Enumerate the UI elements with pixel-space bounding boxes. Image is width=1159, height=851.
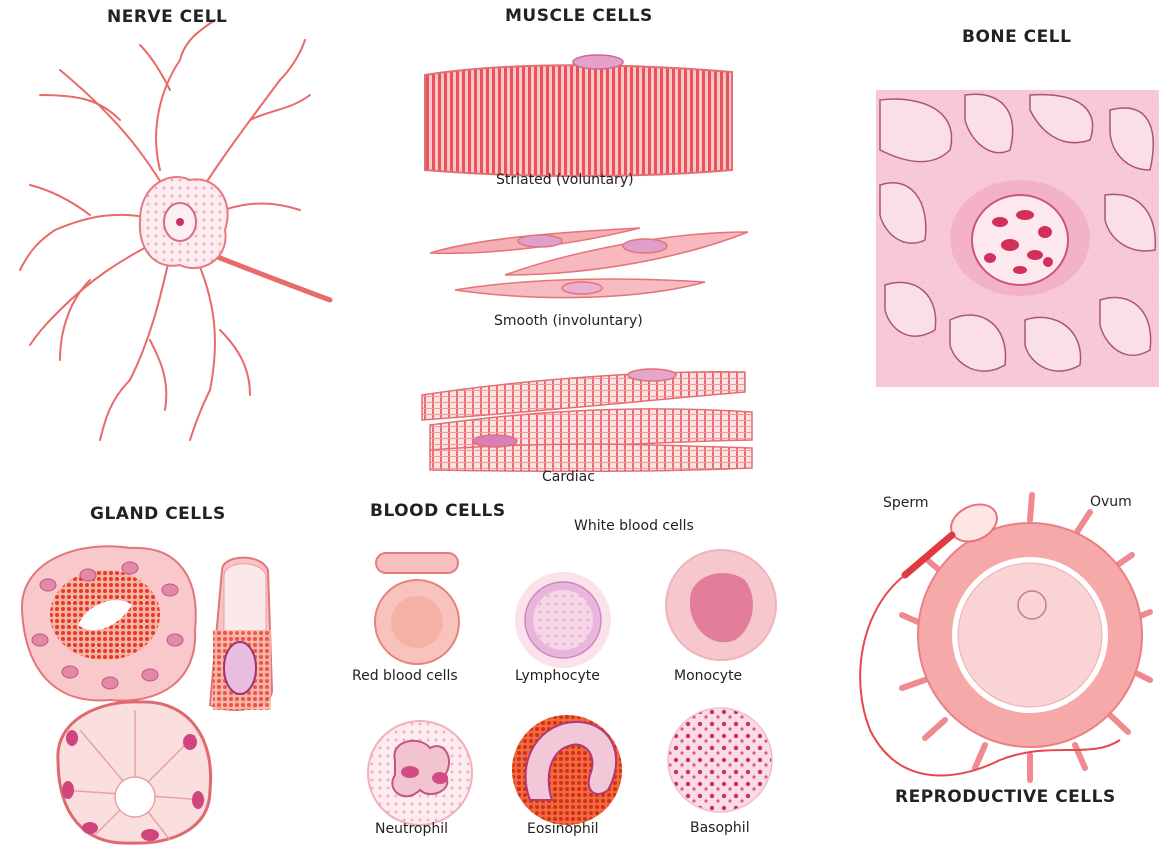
label-sperm: Sperm (883, 495, 929, 511)
title-nerve-cell: NERVE CELL (107, 7, 227, 27)
gland-acinus-drawing (22, 546, 196, 700)
striated-muscle-drawing (425, 55, 732, 176)
smooth-muscle-drawing (430, 228, 748, 298)
neutrophil-drawing (368, 721, 472, 825)
label-cardiac: Cardiac (542, 469, 595, 485)
title-muscle-cells: MUSCLE CELLS (505, 6, 653, 26)
title-bone-cell: BONE CELL (962, 27, 1071, 47)
nerve-cell-body (140, 177, 228, 268)
basophil-drawing (668, 708, 772, 812)
title-gland-cells: GLAND CELLS (90, 504, 226, 524)
cardiac-muscle-drawing (422, 369, 752, 471)
bone-cell-drawing (876, 90, 1159, 387)
red-blood-cell-drawings (375, 553, 459, 664)
label-red-blood-cells: Red blood cells (352, 668, 458, 684)
label-smooth: Smooth (involuntary) (494, 313, 643, 329)
gland-duct-drawing (58, 702, 211, 843)
title-reproductive-cells: REPRODUCTIVE CELLS (895, 787, 1116, 807)
label-neutrophil: Neutrophil (375, 821, 448, 837)
ovum-drawing (902, 495, 1150, 780)
label-white-blood-cells: White blood cells (574, 518, 694, 534)
label-monocyte: Monocyte (674, 668, 742, 684)
label-basophil: Basophil (690, 820, 750, 836)
gland-goblet-drawing (210, 558, 272, 710)
monocyte-drawing (666, 550, 776, 660)
label-ovum: Ovum (1090, 494, 1132, 510)
lymphocyte-drawing (515, 572, 611, 668)
title-blood-cells: BLOOD CELLS (370, 501, 506, 521)
eosinophil-drawing (512, 715, 622, 825)
label-lymphocyte: Lymphocyte (515, 668, 600, 684)
label-striated: Striated (voluntary) (496, 172, 634, 188)
label-eosinophil: Eosinophil (527, 821, 599, 837)
